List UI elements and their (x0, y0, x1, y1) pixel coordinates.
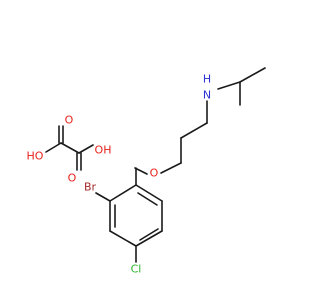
bond (134, 167, 148, 175)
oxalic-o-right-label: O (68, 172, 77, 185)
bond (135, 184, 163, 202)
bond (137, 192, 158, 206)
ether-o-label: O (150, 167, 159, 180)
oxalic-oh-label: OH (95, 144, 112, 157)
bond (217, 81, 241, 90)
bond (239, 67, 266, 83)
bond (45, 142, 62, 153)
oxalic-acid: HO O O OH (27, 114, 112, 185)
bond (139, 228, 159, 241)
bond (180, 122, 208, 139)
amine-compound: N H O Br Cl (84, 67, 266, 276)
bond (160, 162, 182, 174)
amine-h-label: H (203, 73, 211, 86)
bond (95, 192, 111, 202)
bond (109, 230, 137, 247)
bond (78, 144, 94, 154)
bond (60, 142, 80, 154)
oxalic-o-left-label: O (65, 114, 74, 127)
bond (135, 230, 163, 247)
amine-n-label: N (203, 89, 211, 102)
oxalic-ho-label: HO (27, 150, 44, 163)
bond (109, 184, 137, 202)
bromo-label: Br (84, 181, 97, 194)
chloro-label: Cl (131, 263, 142, 276)
molecule-diagram: HO O O OH N H O Br Cl (27, 67, 266, 276)
